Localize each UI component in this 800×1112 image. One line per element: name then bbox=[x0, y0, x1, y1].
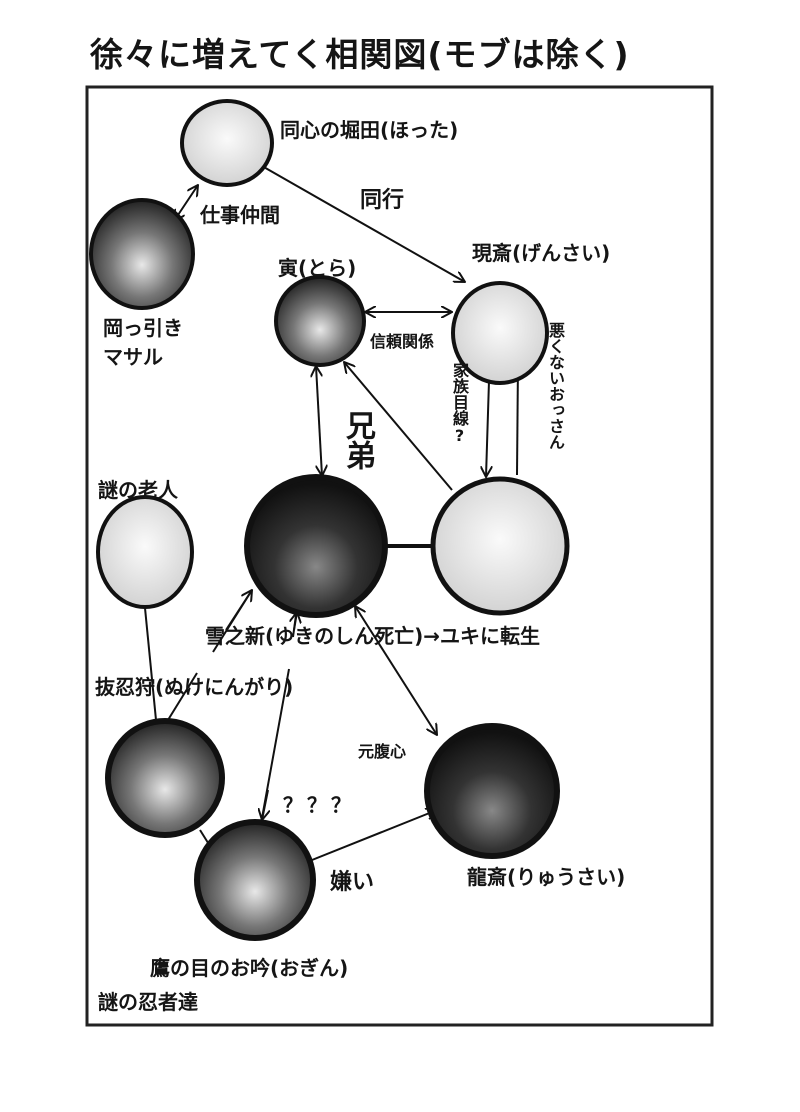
edge-ogin-ryusai bbox=[301, 810, 437, 865]
label-not-bad-guy: 悪くないおっさん bbox=[546, 322, 565, 450]
edge-yukinoshin-ryusai bbox=[355, 606, 437, 735]
label-brothers: 兄弟 bbox=[340, 410, 375, 470]
portrait-ogin bbox=[194, 819, 316, 941]
portrait-tora bbox=[274, 275, 366, 367]
label-gensai: 現斎(げんさい) bbox=[472, 241, 611, 265]
label-dislike: 嫌い bbox=[330, 870, 375, 895]
edge-gensai-yuki bbox=[486, 380, 489, 477]
label-trust: 信頼関係 bbox=[370, 332, 435, 351]
label-ogin: 鷹の目のお吟(おぎん) bbox=[150, 956, 349, 980]
edge-tora-yukinoshin bbox=[316, 366, 322, 476]
edge-nukenin-yukinoshin-head bbox=[225, 590, 252, 631]
portrait-ryusai bbox=[424, 723, 560, 859]
portrait-yuki bbox=[430, 476, 570, 616]
label-ryusai: 龍斎(りゅうさい) bbox=[467, 865, 626, 889]
label-unknown: ？？？ bbox=[283, 793, 355, 817]
label-masaru-name: マサル bbox=[103, 345, 163, 369]
edge-horita-gensai bbox=[261, 165, 465, 282]
portrait-nukenin bbox=[105, 718, 225, 838]
diagram-title: 徐々に増えてく相関図(モブは除く) bbox=[90, 35, 630, 74]
portrait-old-man bbox=[96, 495, 194, 609]
label-former-aide: 元腹心 bbox=[358, 742, 407, 761]
label-yukinoshin: 雪之新(ゆきのしん死亡)→ユキに転生 bbox=[205, 624, 541, 648]
diagram-frame bbox=[85, 85, 714, 1027]
portrait-horita bbox=[180, 99, 274, 187]
label-tora: 寅(とら) bbox=[278, 256, 357, 280]
label-ninjas: 謎の忍者達 bbox=[98, 990, 198, 1014]
label-old-man: 謎の老人 bbox=[98, 478, 178, 502]
edge-yuki-tora bbox=[344, 362, 453, 491]
label-horita: 同心の堀田(ほった) bbox=[280, 118, 459, 142]
label-family-view: 家族目線? bbox=[450, 362, 469, 445]
edge-yukinoshin-ogin-head-bottom bbox=[262, 789, 268, 820]
edge-oldman-nukenin bbox=[144, 607, 157, 721]
label-accompany: 同行 bbox=[360, 188, 405, 213]
label-masaru-role: 岡っ引き bbox=[103, 316, 183, 340]
label-nukenin-hunter: 抜忍狩(ぬけにんがり) bbox=[95, 675, 294, 699]
portrait-gensai bbox=[451, 281, 549, 385]
portrait-masaru bbox=[89, 198, 195, 310]
label-coworkers: 仕事仲間 bbox=[200, 203, 280, 227]
portrait-yukinoshin bbox=[244, 474, 388, 618]
